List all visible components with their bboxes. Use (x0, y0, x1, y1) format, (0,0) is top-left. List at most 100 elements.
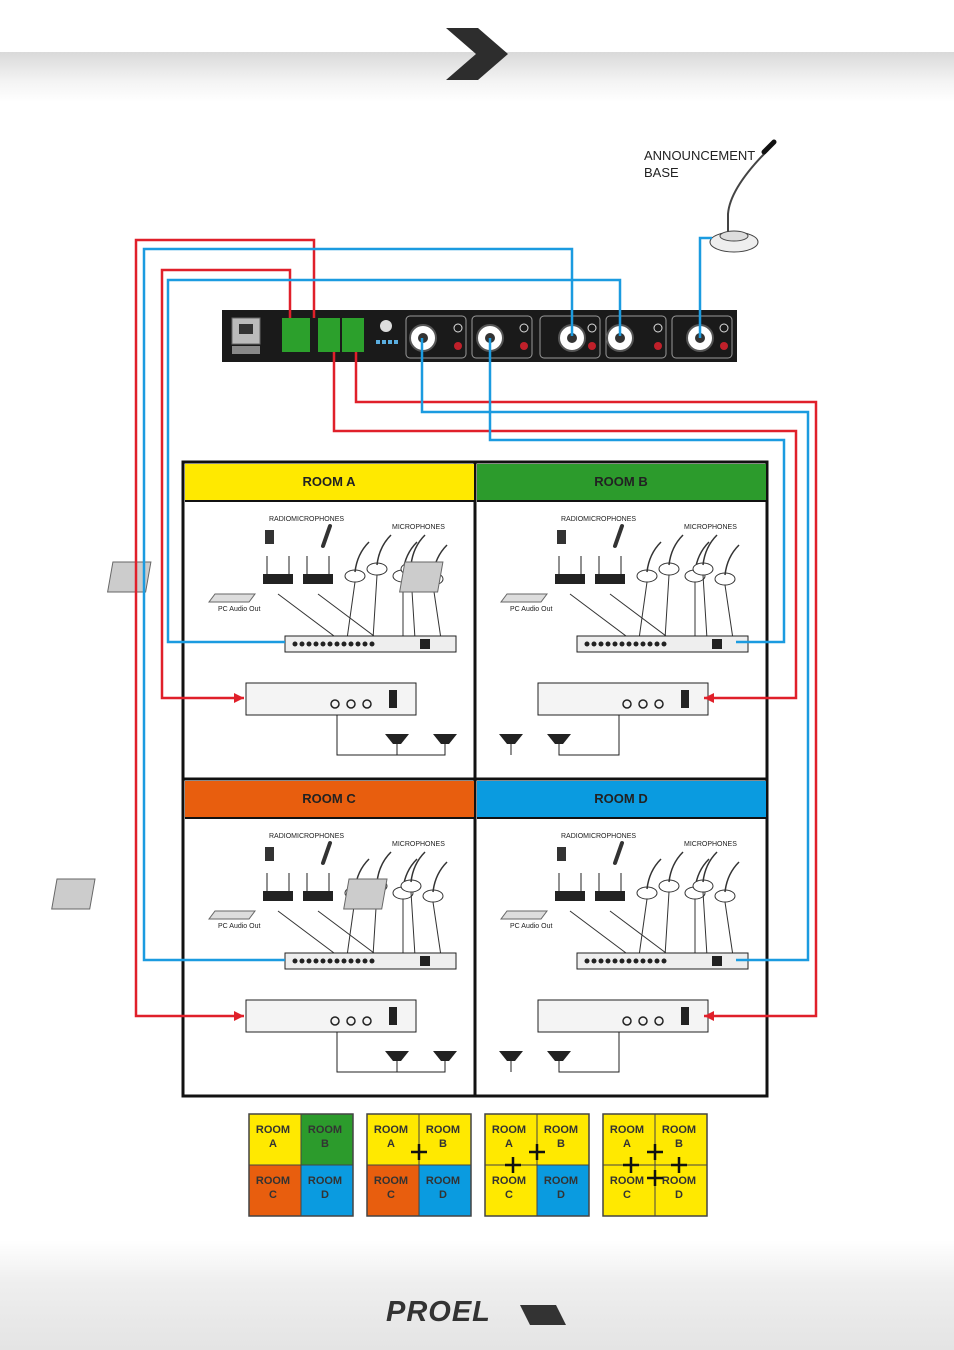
plus-icon (647, 1170, 663, 1186)
announcement-line2: BASE (644, 165, 679, 180)
room-b-title: ROOM B (594, 474, 647, 489)
laptop-icon (399, 561, 444, 593)
microphones-label: MICROPHONES (392, 524, 445, 531)
pc-audio-out-label: PC Audio Out (218, 923, 260, 930)
room-mixer (576, 635, 749, 653)
legend-cell-label: ROOM (492, 1175, 526, 1187)
speaker-icon (499, 734, 523, 744)
room-mixer (576, 952, 749, 970)
beltpack-icon (265, 530, 274, 544)
wire-input-room-a (166, 278, 622, 644)
handheld-mic-icon (613, 841, 624, 865)
microphones-label: MICROPHONES (684, 524, 737, 531)
power-amplifier (537, 682, 709, 716)
speaker-icon (547, 734, 571, 744)
pc-audio-out-label: PC Audio Out (218, 606, 260, 613)
speaker-icon (499, 1051, 523, 1061)
footer-band (0, 1240, 954, 1350)
plus-icon (529, 1144, 545, 1160)
input-channel (605, 315, 667, 359)
legend-cell-letter: B (675, 1138, 683, 1150)
room-mixer (284, 952, 457, 970)
room-b: ROOM B RADIOMICROPHONES MICROPHONES PC Audi… (399, 464, 766, 756)
wireless-receiver (555, 891, 585, 901)
legend-cell-letter: D (321, 1189, 329, 1201)
legend-cell-letter: C (505, 1189, 513, 1201)
wire-announcement (698, 236, 712, 338)
radiomicrophones-label: RADIOMICROPHONES (269, 516, 344, 523)
terminal-block (342, 318, 364, 352)
legend-cell-label: ROOM (374, 1124, 408, 1136)
plus-icon (411, 1144, 427, 1160)
brand-logo: PROEL (386, 1296, 491, 1328)
radiomicrophones-label: RADIOMICROPHONES (561, 516, 636, 523)
arrowhead (704, 693, 714, 703)
handheld-mic-icon (321, 841, 332, 865)
legend-cell-letter: B (321, 1138, 329, 1150)
power-amplifier (245, 682, 417, 716)
room-mixer (284, 635, 457, 653)
legend-cell-letter: D (557, 1189, 565, 1201)
power-amplifier (537, 999, 709, 1033)
wire-output-room-c (134, 238, 316, 1018)
legend-cell-label: ROOM (662, 1124, 696, 1136)
power-amplifier (245, 999, 417, 1033)
wireless-receiver (595, 574, 625, 584)
wire-input-room-b (488, 338, 786, 644)
legend-cell-letter: C (387, 1189, 395, 1201)
input-channel (671, 315, 733, 359)
legend-cell-letter: B (557, 1138, 565, 1150)
pc-audio-out-label: PC Audio Out (510, 606, 552, 613)
terminal-block (282, 318, 310, 352)
legend-cell-letter: A (505, 1138, 513, 1150)
wireless-receiver (303, 891, 333, 901)
wire-output-room-a (160, 268, 292, 700)
speaker-icon (433, 1051, 457, 1061)
speaker-icon (385, 1051, 409, 1061)
arrowhead (234, 693, 244, 703)
legend-cell-label: ROOM (610, 1175, 644, 1187)
wireless-receiver (263, 574, 293, 584)
microphones-label: MICROPHONES (684, 841, 737, 848)
room-c-title: ROOM C (302, 791, 356, 806)
room-a-title: ROOM A (303, 474, 357, 489)
radiomicrophones-label: RADIOMICROPHONES (269, 833, 344, 840)
legend-cell-letter: A (387, 1138, 395, 1150)
legend-cell-label: ROOM (256, 1124, 290, 1136)
legend-cell-label: ROOM (256, 1175, 290, 1187)
beltpack-icon (265, 847, 274, 861)
usb-port (380, 320, 392, 332)
legend-cell-label: ROOM (544, 1175, 578, 1187)
room-a: ROOM A RADIOMICROPHONES MICROPHONES PC Audi… (107, 464, 474, 756)
pc-audio-out-label: PC Audio Out (510, 923, 552, 930)
legend-cell-label: ROOM (308, 1124, 342, 1136)
wireless-receiver (555, 574, 585, 584)
legend-cell-letter: B (439, 1138, 447, 1150)
room-d-title: ROOM D (594, 791, 647, 806)
legend-cell-label: ROOM (308, 1175, 342, 1187)
legend-cell-label: ROOM (492, 1124, 526, 1136)
plus-icon (671, 1157, 687, 1173)
announcement-line1: ANNOUNCEMENT (644, 148, 756, 163)
microphones-label: MICROPHONES (392, 841, 445, 848)
wire-input-room-c (142, 247, 574, 962)
legend-cell-letter: C (269, 1189, 277, 1201)
input-channel (471, 315, 533, 359)
laptop-icon (51, 878, 96, 910)
wireless-receiver (595, 891, 625, 901)
wire-output-room-d (354, 352, 818, 1018)
beltpack-icon (557, 847, 566, 861)
terminal-block (318, 318, 340, 352)
legend-cell-label: ROOM (544, 1124, 578, 1136)
room-c-header (185, 781, 474, 817)
input-channel (405, 315, 467, 359)
wireless-receiver (263, 891, 293, 901)
chevron-icon (446, 28, 508, 80)
plus-icon (505, 1157, 521, 1173)
speaker-icon (385, 734, 409, 744)
plus-icon (623, 1157, 639, 1173)
room-a-header (185, 464, 474, 500)
